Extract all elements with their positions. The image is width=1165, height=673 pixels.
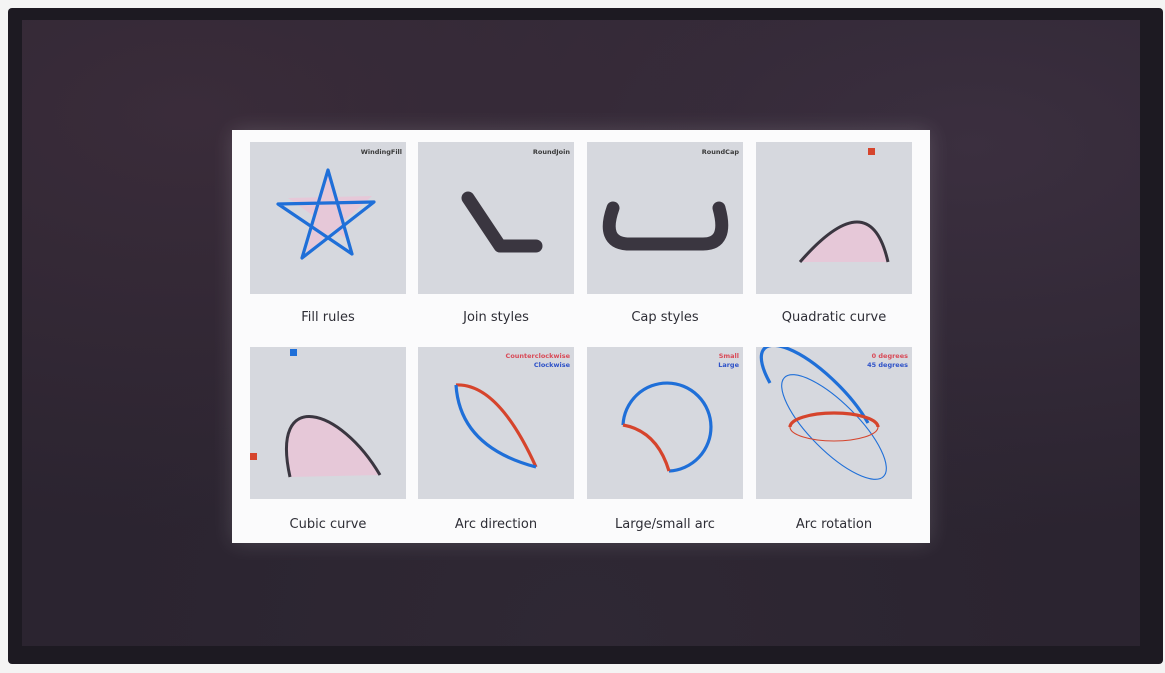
fill-rule-label: WindingFill <box>360 148 402 156</box>
cubic-canvas <box>250 347 406 499</box>
arc-rotation-canvas: 0 degrees 45 degrees <box>756 347 912 499</box>
tile-fill-rules[interactable]: WindingFill Fill rules <box>250 142 408 325</box>
tile-large-small-arc[interactable]: Small Large Large/small arc <box>587 347 745 532</box>
tile-arc-rotation[interactable]: 0 degrees 45 degrees Arc rotation <box>756 347 914 532</box>
control-point-handle[interactable] <box>868 148 875 155</box>
tile-caption: Arc direction <box>454 517 538 532</box>
arc-rotation-shape <box>759 347 887 480</box>
tile-caption: Join styles <box>463 310 529 325</box>
fill-rules-canvas: WindingFill <box>250 142 406 294</box>
star-shape <box>276 168 376 260</box>
large-small-arc-canvas: Small Large <box>587 347 743 499</box>
tile-caption: Large/small arc <box>615 517 715 532</box>
tile-join-styles[interactable]: RoundJoin Join styles <box>418 142 576 325</box>
cap-style-label: RoundCap <box>701 148 739 156</box>
tile-cap-styles[interactable]: RoundCap Cap styles <box>587 142 745 325</box>
join-styles-canvas: RoundJoin <box>418 142 574 294</box>
control-point-2-handle[interactable] <box>250 453 257 460</box>
large-arc-label: Large <box>718 361 739 369</box>
tile-caption: Cubic curve <box>289 517 367 532</box>
tile-arc-direction[interactable]: Counterclockwise Clockwise Arc direction <box>418 347 576 532</box>
tile-caption: Fill rules <box>301 310 355 325</box>
cubic-shape <box>250 349 382 478</box>
arc-direction-shape <box>454 383 538 469</box>
quadratic-shape <box>798 148 890 263</box>
app-screen: WindingFill Fill rules RoundJoin Join st… <box>232 130 930 543</box>
control-point-1-handle[interactable] <box>290 349 297 356</box>
join-stroke <box>461 191 543 253</box>
forty-five-degrees-label: 45 degrees <box>867 361 908 369</box>
quadratic-canvas <box>756 142 912 294</box>
clockwise-label: Clockwise <box>533 361 570 369</box>
tile-caption: Quadratic curve <box>781 310 887 325</box>
tile-caption: Cap styles <box>631 310 699 325</box>
cap-styles-canvas: RoundCap <box>587 142 743 294</box>
large-small-arc-shape <box>621 381 713 473</box>
small-arc-label: Small <box>718 352 739 360</box>
zero-degrees-label: 0 degrees <box>871 352 908 360</box>
tile-cubic-curve[interactable]: Cubic curve <box>250 347 408 532</box>
arc-direction-canvas: Counterclockwise Clockwise <box>418 347 574 499</box>
tile-quadratic-curve[interactable]: Quadratic curve <box>756 142 914 325</box>
counterclockwise-label: Counterclockwise <box>505 352 570 360</box>
join-style-label: RoundJoin <box>532 148 570 156</box>
cap-stroke <box>602 201 729 251</box>
tile-caption: Arc rotation <box>795 517 873 532</box>
